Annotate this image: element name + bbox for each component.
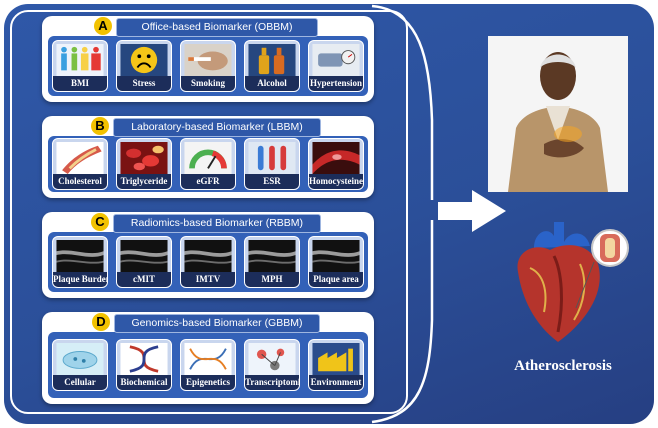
connector-bottom-curve xyxy=(371,220,434,424)
biomarker-tile: Epigenetics xyxy=(180,339,236,391)
biomarker-tile: ESR xyxy=(244,138,300,190)
panel-badge: D xyxy=(92,313,110,331)
biomarker-label: Epigenetics xyxy=(181,375,235,390)
panel-tile-area: Plaque Burden cMIT IMTV MPH Plaque area xyxy=(48,232,368,292)
biomarker-label: eGFR xyxy=(181,174,235,189)
biomarker-panel-c: Plaque Burden cMIT IMTV MPH Plaque area Radio… xyxy=(42,212,374,298)
biomarker-tile: Alcohol xyxy=(244,40,300,92)
sad-face-icon xyxy=(120,44,168,76)
body-figures-icon xyxy=(56,44,104,76)
artery-plaque-icon xyxy=(56,142,104,174)
biomarker-label: Cholesterol xyxy=(53,174,107,189)
biomarker-label: Plaque area xyxy=(309,272,363,287)
ultrasound-icon xyxy=(248,240,296,272)
biomarker-label: Plaque Burden xyxy=(53,272,107,287)
ultrasound-icon xyxy=(120,240,168,272)
biomarker-label: cMIT xyxy=(117,272,171,287)
chest-pain-person-icon xyxy=(488,36,628,192)
biomarker-tile: BMI xyxy=(52,40,108,92)
biomarker-label: Smoking xyxy=(181,76,235,91)
panel-badge: A xyxy=(94,17,112,35)
biomarker-tile: Triglyceride xyxy=(116,138,172,190)
biomarker-panel-b: Cholesterol Triglyceride eGFR ESR Homocystei… xyxy=(42,116,374,198)
biomarker-tile: Biochemical xyxy=(116,339,172,391)
biomarker-label: Alcohol xyxy=(245,76,299,91)
biomarker-panel-a: BMI Stress Smoking Alcohol Hypertension Offic… xyxy=(42,16,374,102)
test-tubes-icon xyxy=(248,142,296,174)
panel-tile-area: BMI Stress Smoking Alcohol Hypertension xyxy=(48,36,368,96)
panel-badge: C xyxy=(91,213,109,231)
panel-title: Radiomics-based Biomarker (RBBM) xyxy=(113,214,321,233)
ultrasound-icon xyxy=(184,240,232,272)
cigarette-icon xyxy=(184,44,232,76)
biomarker-label: MPH xyxy=(245,272,299,287)
bottles-icon xyxy=(248,44,296,76)
biomarker-label: BMI xyxy=(53,76,107,91)
biomarker-tile: eGFR xyxy=(180,138,236,190)
blood-vessel-icon xyxy=(312,142,360,174)
dna-icon xyxy=(120,343,168,375)
panel-title: Genomics-based Biomarker (GBBM) xyxy=(114,314,320,333)
biomarker-tile: IMTV xyxy=(180,236,236,288)
biomarker-tile: Smoking xyxy=(180,40,236,92)
biomarker-tile: MPH xyxy=(244,236,300,288)
biomarker-label: Transcriptomics xyxy=(245,375,299,390)
panel-tile-area: Cholesterol Triglyceride eGFR ESR Homocystei… xyxy=(48,136,368,192)
outcome-label: Atherosclerosis xyxy=(514,358,612,374)
cell-dish-icon xyxy=(56,343,104,375)
arrow-right-icon xyxy=(438,190,506,232)
biomarker-tile: cMIT xyxy=(116,236,172,288)
biomarker-tile: Hypertension xyxy=(308,40,364,92)
factory-icon xyxy=(312,343,360,375)
biomarker-group-outline xyxy=(10,10,408,414)
connector-top-curve xyxy=(371,4,434,200)
heart-icon xyxy=(517,222,629,342)
biomarker-label: Homocysteine xyxy=(309,174,363,189)
biomarker-label: IMTV xyxy=(181,272,235,287)
panel-badge: B xyxy=(91,117,109,135)
biomarker-label: Biochemical xyxy=(117,375,171,390)
panel-tile-area: Cellular Biochemical Epigenetics Transcript… xyxy=(48,332,368,398)
biomarker-tile: Plaque Burden xyxy=(52,236,108,288)
biomarker-label: Stress xyxy=(117,76,171,91)
biomarker-label: Environment xyxy=(309,375,363,390)
biomarker-tile: Cellular xyxy=(52,339,108,391)
panel-title: Office-based Biomarker (OBBM) xyxy=(116,18,318,37)
biomarker-label: Hypertension xyxy=(309,76,363,91)
dna-strand-icon xyxy=(184,343,232,375)
ultrasound-icon xyxy=(56,240,104,272)
biomarker-tile: Stress xyxy=(116,40,172,92)
biomarker-tile: Cholesterol xyxy=(52,138,108,190)
ultrasound-icon xyxy=(312,240,360,272)
biomarker-tile: Transcriptomics xyxy=(244,339,300,391)
biomarker-label: Cellular xyxy=(53,375,107,390)
biomarker-panel-d: Cellular Biochemical Epigenetics Transcript… xyxy=(42,312,374,404)
gauge-icon xyxy=(184,142,232,174)
blood-pressure-icon xyxy=(312,44,360,76)
molecule-icon xyxy=(248,343,296,375)
biomarker-label: ESR xyxy=(245,174,299,189)
panel-title: Laboratory-based Biomarker (LBBM) xyxy=(113,118,321,137)
biomarker-tile: Environment xyxy=(308,339,364,391)
biomarker-label: Triglyceride xyxy=(117,174,171,189)
biomarker-tile: Homocysteine xyxy=(308,138,364,190)
blood-cells-icon xyxy=(120,142,168,174)
biomarker-tile: Plaque area xyxy=(308,236,364,288)
